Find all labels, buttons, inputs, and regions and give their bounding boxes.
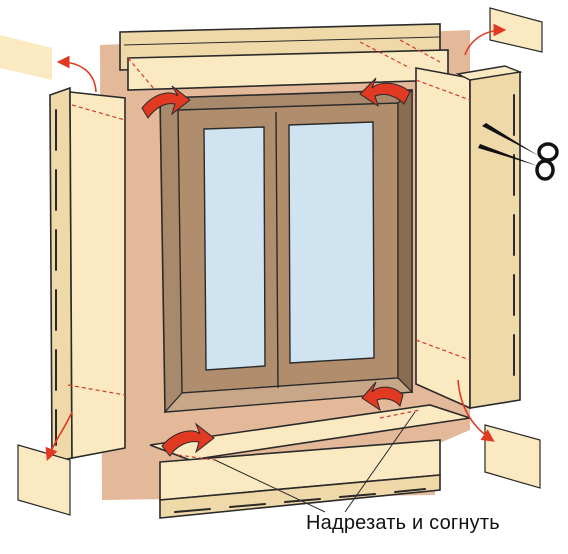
top-trim-cut-lines bbox=[127, 39, 441, 91]
bottom-trim-cut-lines bbox=[177, 409, 421, 461]
offcut-bottom-right bbox=[484, 424, 541, 489]
top-trim-groove bbox=[123, 36, 441, 46]
left-trim-front bbox=[69, 91, 126, 459]
right-trim-top-cap bbox=[455, 65, 523, 81]
scissors-icon bbox=[478, 123, 559, 181]
left-trim-cut-lines bbox=[67, 104, 126, 396]
left-trim-back bbox=[49, 86, 73, 463]
thin-arrow-icon bbox=[464, 23, 507, 56]
right-trim-cut-lines bbox=[415, 79, 471, 361]
thin-arrow-icon bbox=[457, 379, 495, 442]
bottom-trim-slots bbox=[174, 488, 426, 513]
window-pane-left bbox=[203, 126, 266, 371]
thin-arrow-icon bbox=[56, 55, 97, 93]
curved-arrow-icon bbox=[361, 381, 404, 412]
curved-arrow-icon bbox=[359, 77, 411, 108]
thin-arrow-icon bbox=[45, 411, 73, 461]
window-pane-right bbox=[288, 121, 375, 364]
window-reveal-bottom bbox=[163, 377, 414, 413]
curved-arrow-icon bbox=[141, 85, 191, 119]
right-trim-front bbox=[415, 67, 471, 410]
window-reveal-right bbox=[397, 88, 413, 394]
window-mullion bbox=[275, 111, 279, 389]
curved-arrow-icon bbox=[161, 422, 215, 457]
right-trim-back bbox=[469, 71, 521, 409]
offcut-top-left bbox=[0, 35, 52, 80]
offcut-top-right bbox=[489, 7, 543, 53]
caption-leader-lines bbox=[214, 411, 416, 513]
caption-cut-and-bend: Надрезать и согнуть bbox=[306, 512, 500, 534]
